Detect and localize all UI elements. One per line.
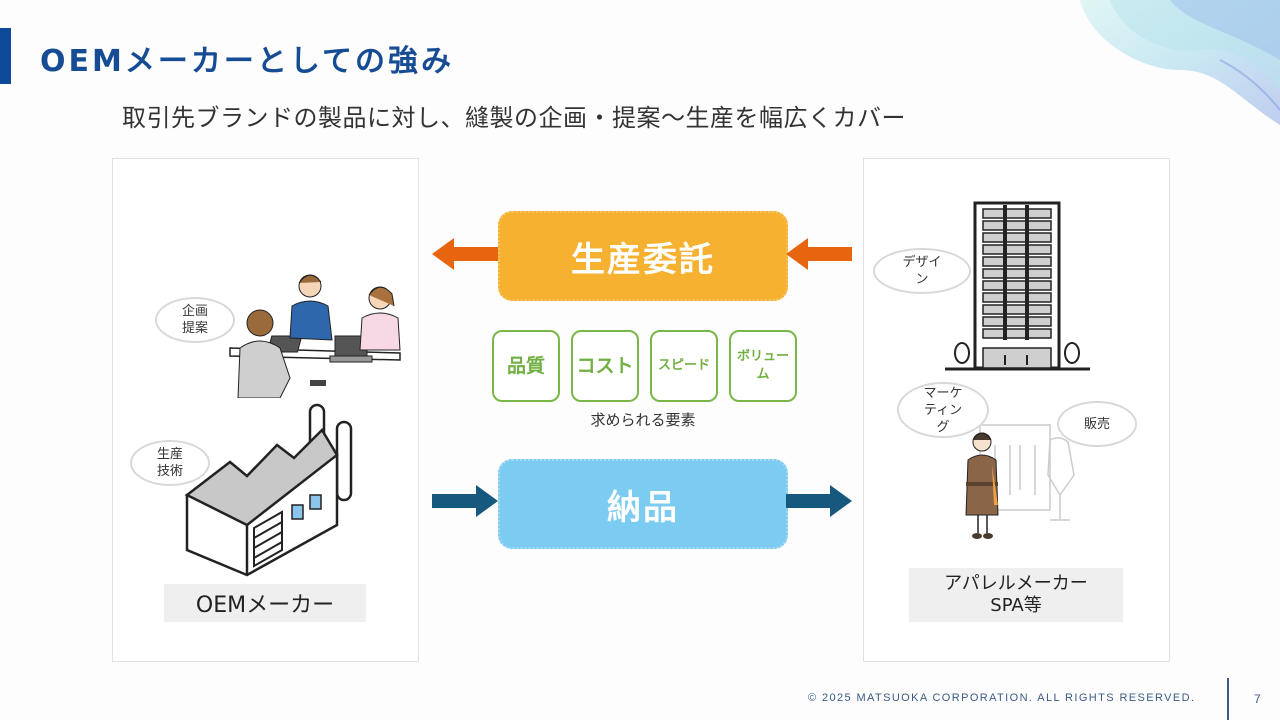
factor-volume-line2: ム — [756, 367, 770, 382]
production-order-box: 生産委託 — [498, 211, 788, 301]
bubble-text: グ — [936, 419, 950, 435]
delivery-arrow-right-icon — [786, 485, 852, 517]
bubble-text: デザイ — [902, 255, 942, 270]
bubble-text: 提案 — [181, 321, 208, 336]
apparel-shop-illustration — [965, 424, 1075, 539]
factor-volume-line1: ボリュー — [736, 349, 789, 364]
factor-speed: スピード — [650, 330, 718, 402]
bubble-text: ティン — [923, 402, 963, 418]
delivery-arrow-left-icon — [432, 485, 498, 517]
decorative-wave-graphic — [1080, 0, 1280, 125]
bubble-sales: 販売 — [1057, 401, 1137, 447]
order-arrow-left-icon — [432, 238, 498, 270]
bubble-text: 販売 — [1083, 416, 1110, 432]
bubble-text: 技術 — [156, 464, 183, 479]
page-title: OEMメーカーとしての強み — [40, 44, 454, 79]
bubble-text: 企画 — [181, 304, 208, 319]
order-arrow-right-icon — [786, 238, 852, 270]
bubble-text: ン — [915, 272, 929, 287]
bubble-marketing: マーケティング — [897, 382, 989, 438]
required-factors: 品質 コスト スピード ボリューム — [492, 330, 797, 402]
bubble-text: 生産 — [156, 447, 183, 462]
factory-illustration — [184, 403, 353, 577]
factor-quality: 品質 — [492, 330, 560, 402]
meeting-people-illustration — [229, 274, 401, 398]
bubble-design: デザイン — [873, 248, 971, 294]
bubble-production-technology: 生産技術 — [130, 440, 210, 486]
bubble-text: マーケ — [923, 385, 963, 401]
page-number: 7 — [1254, 692, 1261, 706]
factor-volume: ボリューム — [729, 330, 797, 402]
delivery-box: 納品 — [498, 459, 788, 549]
factors-caption: 求められる要素 — [590, 411, 696, 429]
oem-maker-panel — [112, 158, 419, 662]
apparel-maker-label-line1: アパレルメーカー — [944, 573, 1088, 594]
factor-cost: コスト — [571, 330, 639, 402]
apparel-maker-label-line2: SPA等 — [990, 595, 1042, 616]
page-subtitle: 取引先ブランドの製品に対し、縫製の企画・提案〜生産を幅広くカバー — [122, 104, 906, 132]
bubble-planning-proposal: 企画提案 — [155, 297, 235, 343]
copyright-text: © 2025 MATSUOKA CORPORATION. ALL RIGHTS … — [808, 692, 1196, 704]
apparel-maker-label: アパレルメーカー SPA等 — [909, 568, 1123, 622]
office-building-illustration — [945, 201, 1090, 371]
footer-divider — [1227, 678, 1229, 720]
oem-maker-label: OEMメーカー — [164, 584, 366, 622]
title-accent-bar — [0, 28, 11, 84]
